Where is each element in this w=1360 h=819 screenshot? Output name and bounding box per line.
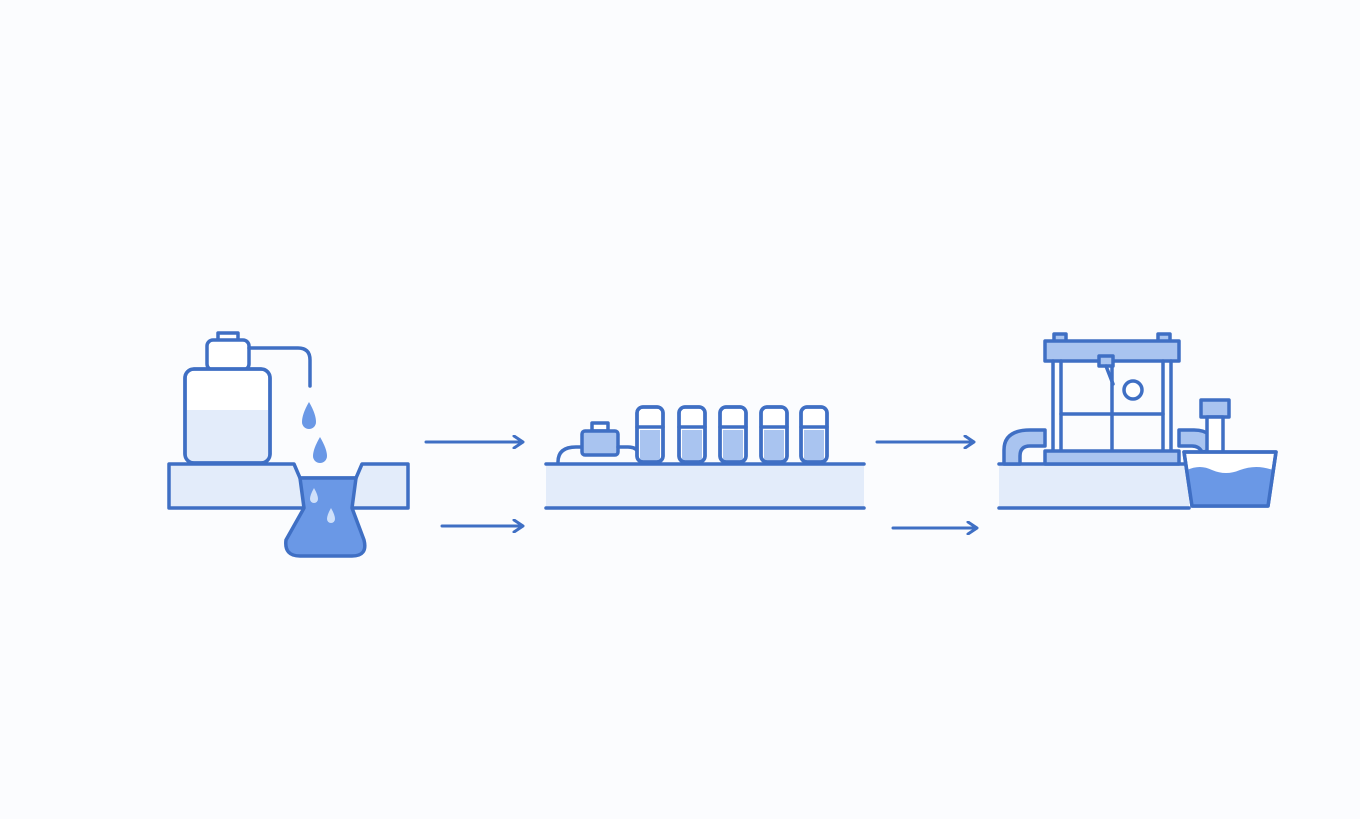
filter-cartridges-icon: [635, 405, 829, 464]
connector-group-1: [424, 442, 522, 526]
channel-segment-1: [167, 462, 410, 510]
treatment-frame-icon: [1043, 332, 1181, 466]
stage-chemical-dosing: [167, 331, 410, 558]
channel-segment-3: [999, 464, 1189, 508]
stage-filter-cartridges: [544, 405, 866, 510]
valve-pump-icon: [556, 421, 642, 464]
water-droplets-icon: [302, 402, 335, 523]
collection-basin: [284, 476, 367, 558]
stage-treatment-rig: [997, 332, 1278, 510]
chemical-container-icon: [183, 331, 312, 465]
channel-segment-2: [546, 464, 864, 508]
connector-group-2: [875, 442, 976, 528]
water-tank-icon: [1182, 398, 1278, 508]
